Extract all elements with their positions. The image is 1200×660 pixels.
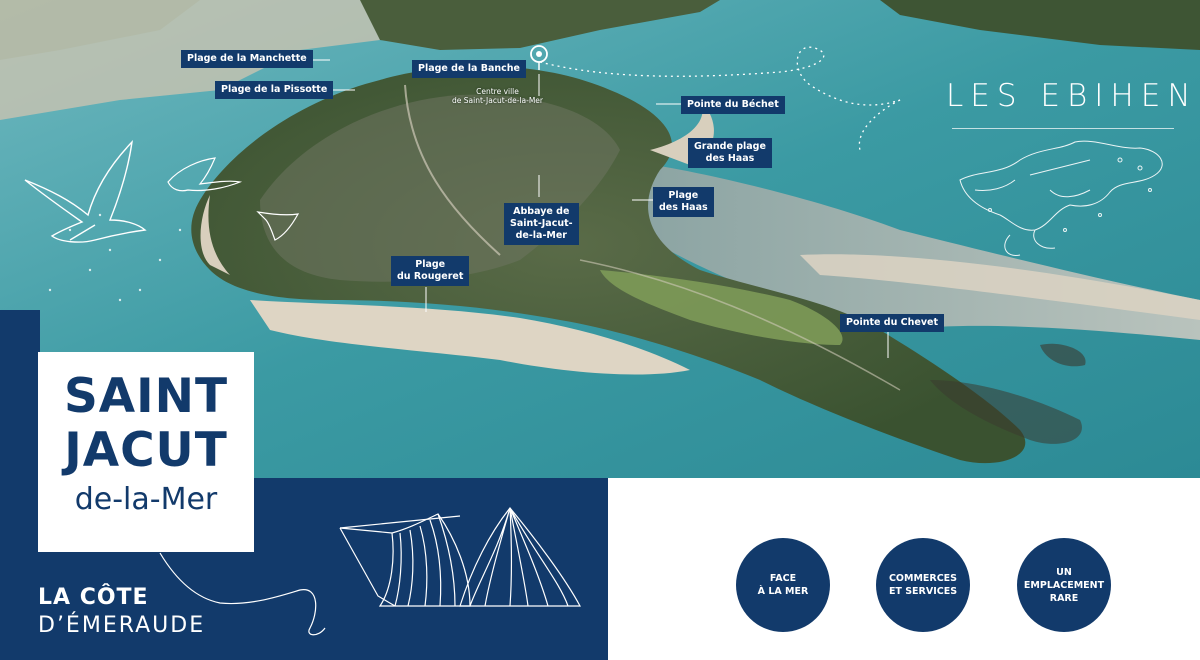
beach-tent-icon <box>159 507 582 636</box>
subtitle: LA CÔTE D’ÉMERAUDE <box>38 584 205 640</box>
feature-commerces-services: COMMERCES ET SERVICES <box>876 538 970 632</box>
label-abbaye: Abbaye de Saint-Jacut- de-la-Mer <box>504 203 579 245</box>
region-title-underline <box>952 128 1174 129</box>
label-plage-pissotte: Plage de la Pissotte <box>215 81 334 99</box>
title-card: SAINT JACUT de-la-Mer <box>38 352 254 552</box>
label-centre-ville: Centre ville de Saint-Jacut-de-la-Mer <box>452 87 543 105</box>
title-line-2: JACUT <box>64 423 228 478</box>
feature-face-a-la-mer: FACE À LA MER <box>736 538 830 632</box>
label-pointe-bechet: Pointe du Béchet <box>681 96 785 114</box>
label-grande-plage-haas: Grande plage des Haas <box>688 138 772 168</box>
subtitle-line-2: D’ÉMERAUDE <box>38 613 206 638</box>
label-plage-banche: Plage de la Banche <box>412 60 526 78</box>
label-plage-haas: Plage des Haas <box>653 187 714 217</box>
region-title: LES EBIHENS <box>946 78 1200 114</box>
title-line-3: de-la-Mer <box>74 482 218 517</box>
subtitle-line-1: LA CÔTE <box>38 585 149 610</box>
label-plage-rougeret: Plage du Rougeret <box>391 256 470 286</box>
feature-emplacement-rare: UN EMPLACEMENT RARE <box>1017 538 1111 632</box>
title-line-1: SAINT <box>63 369 229 424</box>
label-pointe-chevet: Pointe du Chevet <box>840 314 945 332</box>
label-plage-manchette: Plage de la Manchette <box>181 50 313 68</box>
